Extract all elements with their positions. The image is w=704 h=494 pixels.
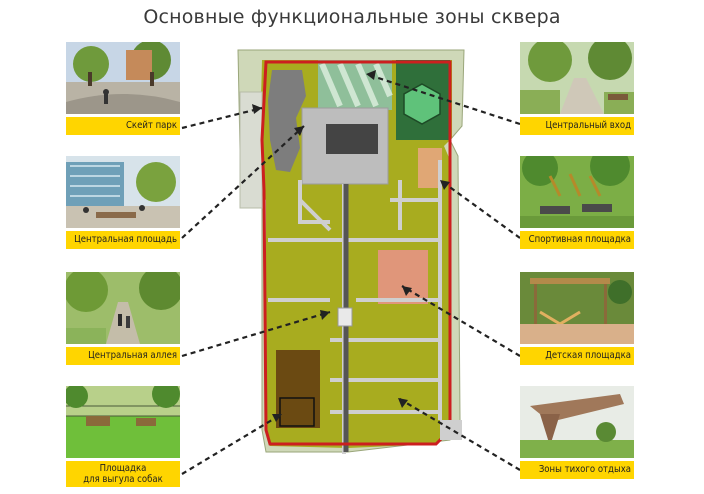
dog-area-label: Площадка для выгула собак — [66, 461, 180, 487]
perimeter-route — [260, 60, 452, 446]
central-entrance-photo — [520, 42, 634, 114]
playground-area — [378, 250, 428, 304]
central-square-label: Центральная площадь — [66, 231, 180, 249]
dog-area-photo — [66, 386, 180, 458]
dog-area-label-line2: для выгула собак — [83, 474, 163, 485]
sports-ground-photo — [520, 156, 634, 228]
skate-park-label: Скейт парк — [66, 117, 180, 135]
playground-photo — [520, 272, 634, 344]
dog-area-box — [279, 397, 315, 427]
sports-ground-label: Спортивная площадка — [520, 231, 634, 249]
central-entrance-label: Центральный вход — [520, 117, 634, 135]
leader-lines — [181, 72, 521, 475]
skate-park-photo — [66, 42, 180, 114]
quiet-rest-label: Зоны тихого отдыха — [520, 461, 634, 479]
page-title: Основные функциональные зоны сквера — [143, 6, 561, 28]
dog-area — [276, 350, 320, 428]
skate-park-area — [268, 70, 306, 172]
dog-area-label-line1: Площадка — [99, 463, 147, 474]
quiet-rest-photo — [520, 386, 634, 458]
central-square-photo — [66, 156, 180, 228]
central-alley-photo — [66, 272, 180, 344]
central-square-stage — [326, 124, 378, 154]
central-alley-label: Центральная аллея — [66, 347, 180, 365]
playground-label: Детская площадка — [520, 347, 634, 365]
